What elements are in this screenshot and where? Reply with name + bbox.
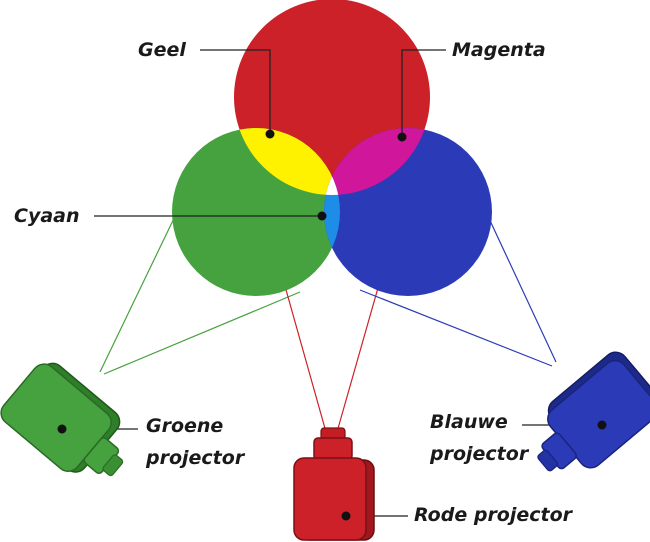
green-beam-lower xyxy=(103,291,301,375)
red-projector xyxy=(293,427,375,541)
geel-dot xyxy=(265,129,275,139)
yellow-overlap xyxy=(234,128,340,195)
red-projector-lens xyxy=(313,437,353,461)
labels: Geel Magenta Cyaan Groene projector Blau… xyxy=(14,39,574,526)
label-blauwe-line1: Blauwe xyxy=(430,411,508,433)
red-projector-dot xyxy=(341,511,351,521)
label-geel: Geel xyxy=(138,39,186,61)
geel-leader xyxy=(200,49,271,132)
label-groene-line2: projector xyxy=(145,447,246,469)
leader-dots xyxy=(265,129,407,221)
blue-projector-lens-tip xyxy=(537,449,559,472)
red-projector-body xyxy=(293,457,367,541)
green-projector xyxy=(0,362,124,477)
blue-beam-upper xyxy=(485,211,557,363)
magenta-dot xyxy=(397,132,407,142)
label-cyaan: Cyaan xyxy=(14,205,80,227)
green-projector-dot xyxy=(57,424,67,434)
label-magenta: Magenta xyxy=(452,39,546,61)
magenta-overlap xyxy=(324,128,430,195)
green-projector-lens-tip xyxy=(102,454,124,477)
blue-projector xyxy=(537,351,650,472)
label-blauwe-line2: projector xyxy=(429,443,530,465)
color-circles xyxy=(172,0,492,296)
blue-projector-dot xyxy=(597,420,607,430)
label-groene-line1: Groene xyxy=(146,415,223,437)
cyaan-dot xyxy=(317,211,327,221)
blue-beam-lower xyxy=(359,289,553,367)
green-beam-upper xyxy=(99,209,179,373)
label-rode-projector: Rode projector xyxy=(414,504,574,526)
magenta-leader xyxy=(401,49,446,135)
